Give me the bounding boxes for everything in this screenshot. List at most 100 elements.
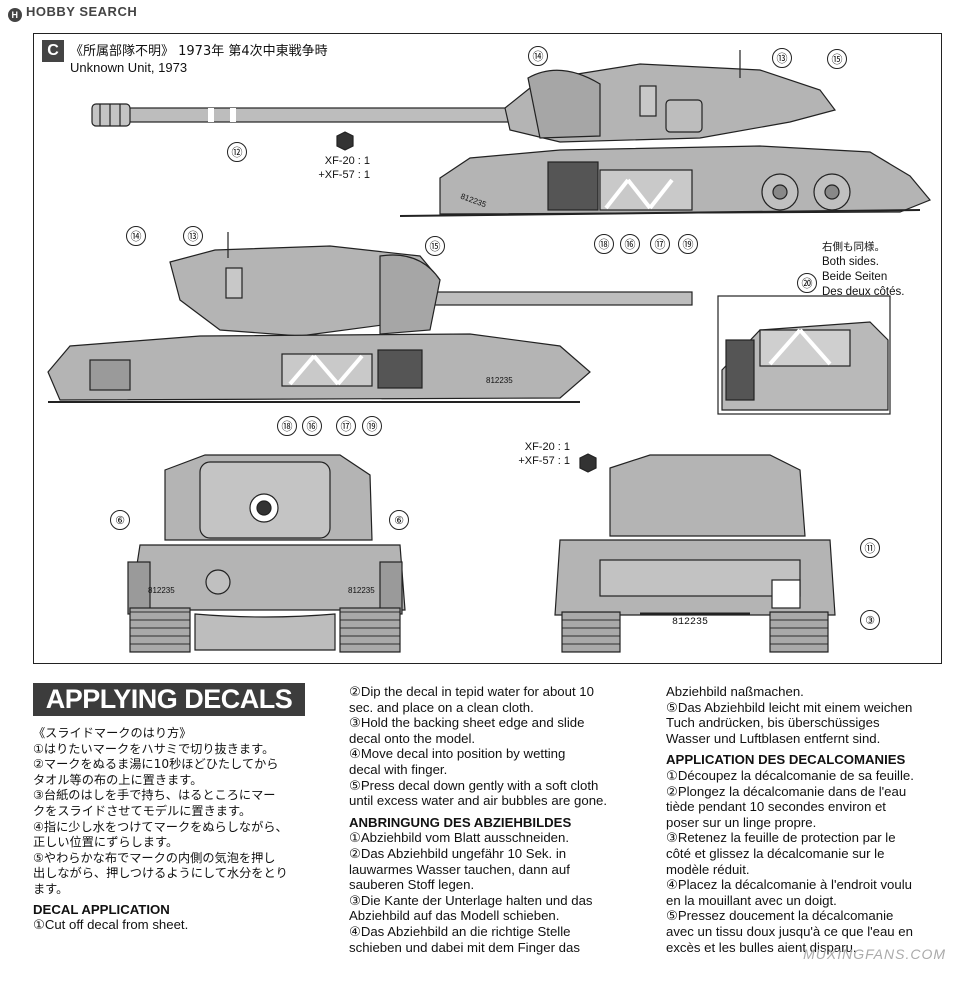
instructions-col-2: ②Dip the decal in tepid water for about …	[349, 684, 634, 955]
en-line: decal onto the model.	[349, 730, 476, 746]
instructions-col-1: 《スライドマークのはり方》 ①はりたいマークをハサミで切り抜きます。 ②マークを…	[33, 726, 333, 933]
callout-15-top: ⑮	[827, 49, 847, 69]
jp-line: 《スライドマークのはり方》	[33, 726, 192, 740]
fr-line: ①Découpez la décalcomanie de sa feuille.	[666, 767, 914, 783]
de-line: ④Das Abziehbild an die richtige Stelle	[349, 923, 571, 939]
en-line: ②Dip the decal in tepid water for about …	[349, 684, 594, 699]
decal-application-heading: DECAL APPLICATION	[33, 901, 170, 917]
jp-line: ます。	[33, 881, 69, 896]
de-line: ②Das Abziehbild ungefähr 10 Sek. in	[349, 845, 567, 861]
watermark-text: HOBBY SEARCH	[26, 4, 138, 19]
both-sides-fr: Des deux côtés.	[822, 286, 905, 298]
serial-rear: 812235	[672, 617, 709, 628]
callout-17-side: ⑰	[336, 416, 356, 436]
french-heading: APPLICATION DES DECALCOMANIES	[666, 752, 906, 768]
callout-19-top: ⑲	[678, 234, 698, 254]
painting-scheme-panel: C 《所属部隊不明》 1973年 第4次中東戦争時 Unknown Unit, …	[33, 33, 942, 664]
callout-6-right: ⑥	[389, 510, 409, 530]
de-line: ①Abziehbild vom Blatt ausschneiden.	[349, 830, 570, 846]
callout-3: ③	[860, 610, 880, 630]
jp-line: 正しい位置にずらします。	[33, 835, 179, 850]
fr-line: avec un tissu doux jusqu'à ce que l'eau …	[666, 923, 913, 939]
fr-line: côté et glissez la décalcomanie sur le	[666, 845, 885, 861]
serial-front-right: 812235	[348, 586, 375, 595]
fr-line: poser sur un linge propre.	[666, 814, 817, 830]
serial-front-left: 812235	[148, 586, 175, 595]
jp-line: ①はりたいマークをハサミで切り抜きます。	[33, 741, 275, 756]
callout-14-top: ⑭	[528, 46, 548, 66]
callout-18-top: ⑱	[594, 234, 614, 254]
de-line: sauberen Stoff legen.	[349, 877, 475, 893]
detail-inset	[717, 295, 891, 415]
en-line: ③Hold the backing sheet edge and slide	[349, 715, 585, 731]
fr-line: ②Plongez la décalcomanie dans de l'eau	[666, 783, 907, 799]
fr-line: excès et les bulles aient disparu.	[666, 939, 857, 955]
jp-line: クをスライドさせてモデルに置きます。	[33, 803, 252, 818]
de-line: Abziehbild naßmachen.	[666, 684, 804, 699]
en-line: ④Move decal into position by wetting	[349, 746, 566, 762]
paint-line: +XF-57 : 1	[518, 455, 570, 467]
callout-6-left: ⑥	[110, 510, 130, 530]
callout-15-side: ⑮	[425, 236, 445, 256]
applying-decals-title: APPLYING DECALS	[33, 683, 305, 716]
de-line: Abziehbild auf das Modell schieben.	[349, 908, 560, 924]
callout-19-side: ⑲	[362, 416, 382, 436]
callout-14-side: ⑭	[126, 226, 146, 246]
scheme-title-jp: 《所属部隊不明》 1973年 第4次中東戦争時	[70, 44, 328, 59]
de-line: schieben und dabei mit dem Finger das	[349, 939, 580, 955]
jp-line: ③台紙のはしを手で持ち、はるところにマー	[33, 788, 276, 803]
jp-line: タオル等の布の上に置きます。	[33, 772, 203, 787]
jp-line: ④指に少し水をつけてマークをぬらしながら、	[33, 819, 288, 834]
paint-line: XF-20 : 1	[524, 441, 570, 453]
fr-line: ④Placez la décalcomanie à l'endroit voul…	[666, 877, 912, 893]
jp-line: ⑤やわらかな布でマークの内側の気泡を押し	[33, 850, 276, 865]
front-view-tank	[127, 454, 406, 653]
jp-line: ②マークをぬるま湯に10秒ほどひたしてから	[33, 757, 279, 772]
en-line: sec. and place on a clean cloth.	[349, 699, 534, 715]
de-line: ⑤Das Abziehbild leicht mit einem weichen	[666, 699, 913, 715]
serial-side-view: 812235	[486, 376, 513, 385]
muxingfans-watermark: MUXINGFANS.COM	[803, 946, 946, 962]
de-line: ③Die Kante der Unterlage halten und das	[349, 892, 593, 908]
callout-18-side: ⑱	[277, 416, 297, 436]
paint-mix-top: XF-20 : 1 +XF-57 : 1	[300, 154, 370, 182]
side-view-right-tank	[47, 232, 693, 403]
callout-20: ⑳	[797, 273, 817, 293]
callout-16-top: ⑯	[620, 234, 640, 254]
paint-line: XF-20 : 1	[324, 155, 370, 167]
en-line: ⑤Press decal down gently with a soft clo…	[349, 777, 599, 793]
callout-12: ⑫	[227, 142, 247, 162]
instructions-col-3: Abziehbild naßmachen. ⑤Das Abziehbild le…	[666, 684, 946, 955]
both-sides-de: Beide Seiten	[822, 271, 888, 283]
fr-line: tiède pendant 10 secondes environ et	[666, 799, 886, 815]
side-view-left-tank	[91, 50, 931, 217]
hobby-logo-icon: H	[8, 8, 22, 22]
fr-line: ③Retenez la feuille de protection par le	[666, 830, 896, 846]
de-line: Tuch andrücken, bis überschüssiges	[666, 715, 880, 731]
scheme-title-en: Unknown Unit, 1973	[70, 60, 188, 75]
hobby-search-watermark: H HOBBY SEARCH	[8, 4, 137, 22]
callout-13-top: ⑬	[772, 48, 792, 68]
fr-line: modèle réduit.	[666, 861, 750, 877]
both-sides-en: Both sides.	[822, 256, 879, 268]
scheme-badge: C	[42, 40, 64, 62]
en-line: decal with finger.	[349, 761, 448, 777]
paint-line: +XF-57 : 1	[318, 169, 370, 181]
callout-13-side: ⑬	[183, 226, 203, 246]
both-sides-jp: 右側も同様。	[822, 241, 885, 253]
de-line: lauwarmes Wasser tauchen, dann auf	[349, 861, 570, 877]
de-line: Wasser und Luftblasen entfernt sind.	[666, 730, 881, 746]
german-heading: ANBRINGUNG DES ABZIEHBILDES	[349, 814, 572, 830]
callout-16-side: ⑯	[302, 416, 322, 436]
callout-11: ⑪	[860, 538, 880, 558]
en-line: until excess water and air bubbles are g…	[349, 793, 608, 809]
en-step-1: ①Cut off decal from sheet.	[33, 917, 189, 933]
rear-view-tank	[554, 453, 836, 653]
both-sides-note: 右側も同様。 Both sides. Beide Seiten Des deux…	[822, 240, 904, 300]
callout-17-top: ⑰	[650, 234, 670, 254]
paint-mix-rear: XF-20 : 1 +XF-57 : 1	[500, 440, 570, 468]
fr-line: en la mouillant avec un doigt.	[666, 892, 837, 908]
fr-line: ⑤Pressez doucement la décalcomanie	[666, 908, 894, 924]
jp-line: 出しながら、押しつけるようにして水分をとり	[33, 866, 288, 881]
